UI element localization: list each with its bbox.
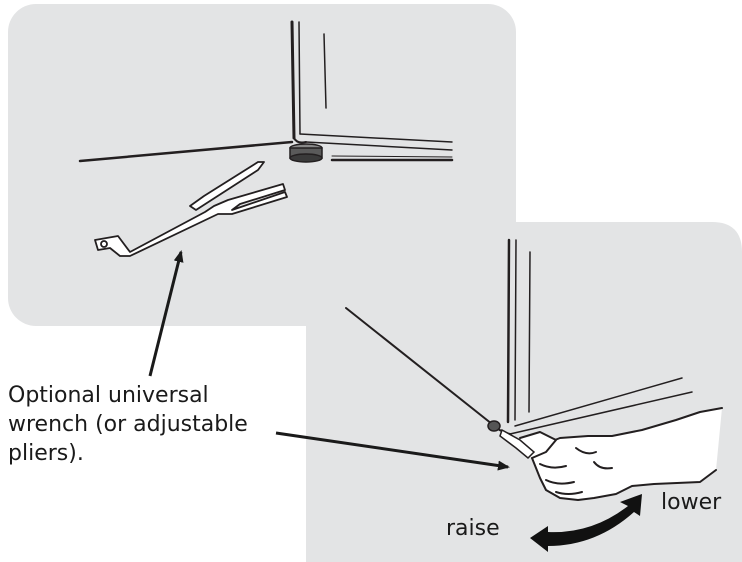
fridge-corner-bottom	[345, 238, 693, 435]
callout-line-2: wrench (or adjustable	[8, 412, 248, 437]
callout-line-3: pliers).	[8, 441, 84, 466]
curved-double-arrow-icon	[530, 494, 642, 552]
leveling-foot-top	[289, 143, 323, 163]
hand-callout-arrow	[275, 431, 510, 471]
wrench-in-hand	[499, 428, 536, 460]
lower-label: lower	[661, 490, 722, 515]
wrench-callout-text: Optional universal wrench (or adjustable…	[8, 381, 248, 468]
raise-label: raise	[446, 516, 500, 541]
hand-icon	[519, 407, 723, 501]
wrench-callout-arrow	[148, 250, 184, 377]
wrench-icon	[94, 161, 288, 257]
leveling-foot-bottom	[487, 420, 501, 432]
callout-line-1: Optional universal	[8, 383, 209, 408]
fridge-corner-top	[78, 20, 454, 163]
